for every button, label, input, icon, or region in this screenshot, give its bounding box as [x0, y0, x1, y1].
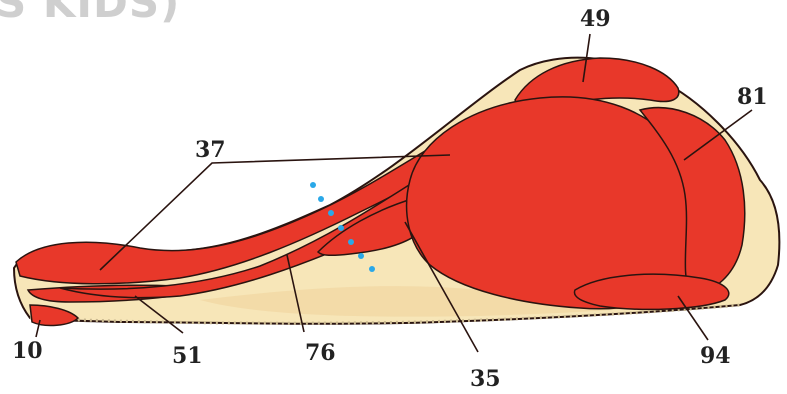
blue-dot: [328, 210, 334, 216]
label-81: 81: [737, 84, 768, 110]
blue-dot: [318, 196, 324, 202]
label-76: 76: [305, 340, 336, 366]
label-10: 10: [12, 338, 43, 364]
label-49: 49: [580, 6, 611, 32]
blue-dot: [338, 225, 344, 231]
blue-dot: [348, 239, 354, 245]
blue-dot: [310, 182, 316, 188]
label-35: 35: [470, 366, 501, 392]
label-37: 37: [195, 137, 226, 163]
label-51: 51: [172, 343, 203, 369]
blue-dot: [369, 266, 375, 272]
label-94: 94: [700, 343, 731, 369]
blue-dot: [358, 253, 364, 259]
